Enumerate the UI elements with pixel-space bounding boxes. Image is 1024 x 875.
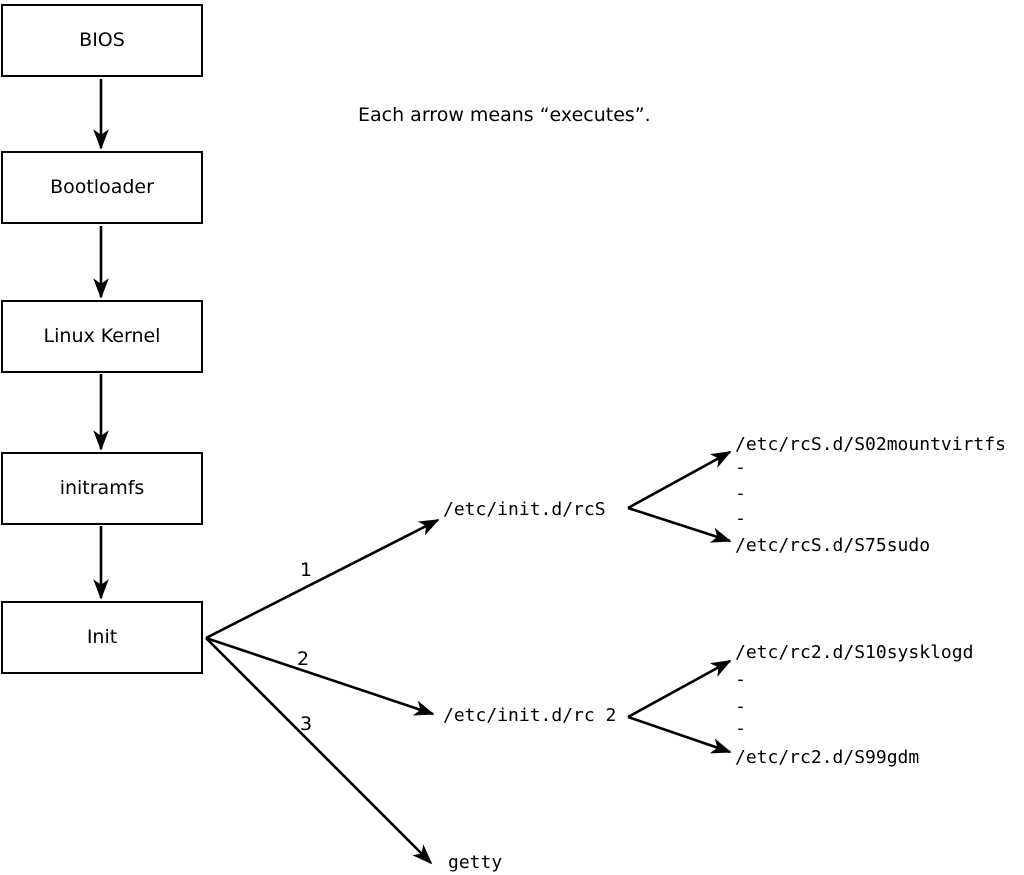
box-bios-label: BIOS [79,29,125,51]
arrow-rcs-to-s02mountvirtfs [627,450,732,510]
box-init: Init [1,601,203,674]
arrow-init-to-rcs [205,518,440,640]
box-initramfs: initramfs [1,452,203,525]
node-getty: getty [448,852,503,873]
box-init-label: Init [86,626,118,648]
rc2-ellipsis-dash: - [735,669,746,690]
box-bootloader-label: Bootloader [50,176,154,198]
arrow-rc2-to-s10sysklogd [627,659,732,719]
arrow-init-to-rc2 [205,636,435,716]
node-rc2-s99gdm: /etc/rc2.d/S99gdm [735,747,920,768]
box-bios: BIOS [1,4,203,77]
arrow-rcs-to-s75sudo [627,506,732,543]
arrow-rc2-to-s99gdm [627,715,732,754]
node-rc2-s10sysklogd: /etc/rc2.d/S10sysklogd [735,642,974,663]
rcs-ellipsis-dash: - [735,508,746,529]
node-rcs-s02mountvirtfs: /etc/rcS.d/S02mountvirtfs [735,434,1006,455]
rc2-ellipsis-dash: - [735,696,746,717]
box-linux-kernel: Linux Kernel [1,300,203,373]
box-bootloader: Bootloader [1,151,203,224]
arrow-init-to-getty [205,637,433,865]
branch-number-2: 2 [297,648,310,670]
rc2-ellipsis-dash: - [735,718,746,739]
branch-number-1: 1 [300,559,313,581]
branch-number-3: 3 [300,713,313,735]
node-init-d-rc2: /etc/init.d/rc 2 [443,705,617,726]
rcs-ellipsis-dash: - [735,457,746,478]
node-init-d-rcs: /etc/init.d/rcS [443,499,606,520]
box-initramfs-label: initramfs [59,477,145,499]
box-linux-kernel-label: Linux Kernel [43,325,161,347]
diagram-caption: Each arrow means “executes”. [358,104,651,126]
rcs-ellipsis-dash: - [735,483,746,504]
node-rcs-s75sudo: /etc/rcS.d/S75sudo [735,535,931,556]
